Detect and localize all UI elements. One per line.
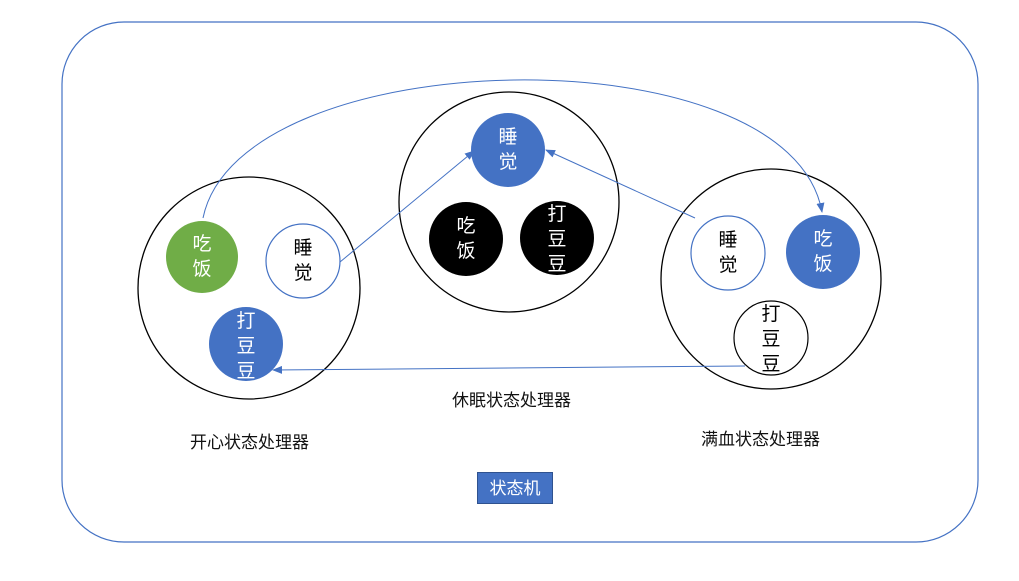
sleeping-processor-circle — [398, 91, 620, 313]
happy-processor-label: 开心状态处理器 — [190, 433, 309, 453]
svg-text:打: 打 — [547, 203, 566, 225]
svg-text:打: 打 — [236, 310, 255, 332]
arrow-full-sleep-to-sleeping — [545, 149, 696, 219]
svg-text:豆: 豆 — [236, 335, 255, 357]
happy-sleep-node: 睡 觉 — [265, 223, 341, 299]
svg-text:吃: 吃 — [813, 228, 832, 250]
svg-text:睡: 睡 — [718, 229, 737, 251]
svg-text:觉: 觉 — [293, 262, 312, 284]
full-play-node: 打 豆 豆 — [733, 300, 809, 376]
full-processor-circle — [660, 168, 882, 390]
svg-text:吃: 吃 — [192, 233, 211, 255]
svg-text:吃: 吃 — [456, 215, 475, 237]
svg-text:饭: 饭 — [192, 258, 211, 280]
happy-play-node: 打 豆 豆 — [209, 307, 283, 382]
svg-text:豆: 豆 — [236, 360, 255, 382]
svg-text:睡: 睡 — [293, 237, 312, 259]
sleeping-processor-label: 休眠状态处理器 — [452, 391, 571, 411]
svg-text:豆: 豆 — [761, 328, 780, 350]
svg-text:豆: 豆 — [547, 253, 566, 275]
arrow-full-play-to-happy-play — [272, 365, 746, 374]
svg-text:觉: 觉 — [718, 254, 737, 276]
arrow-happy-eat-to-full-eat — [202, 79, 825, 219]
svg-text:饭: 饭 — [456, 240, 475, 262]
svg-text:觉: 觉 — [498, 151, 517, 173]
sleeping-eat-node: 吃 饭 — [429, 202, 503, 276]
svg-text:睡: 睡 — [498, 126, 517, 148]
sleeping-play-node: 打 豆 豆 — [520, 201, 594, 275]
full-eat-node: 吃 饭 — [786, 215, 860, 289]
arrow-happy-sleep-to-sleeping — [339, 150, 475, 263]
sleeping-sleep-node: 睡 觉 — [471, 113, 545, 187]
svg-text:豆: 豆 — [547, 228, 566, 250]
happy-eat-node: 吃 饭 — [166, 221, 238, 293]
svg-text:豆: 豆 — [761, 353, 780, 375]
full-processor-label: 满血状态处理器 — [701, 430, 820, 450]
state-machine-badge: 状态机 — [477, 472, 553, 504]
happy-processor-circle — [137, 176, 361, 400]
svg-text:饭: 饭 — [813, 253, 832, 275]
state-machine-frame — [61, 21, 979, 543]
svg-text:打: 打 — [761, 303, 780, 325]
full-sleep-node: 睡 觉 — [690, 215, 766, 291]
